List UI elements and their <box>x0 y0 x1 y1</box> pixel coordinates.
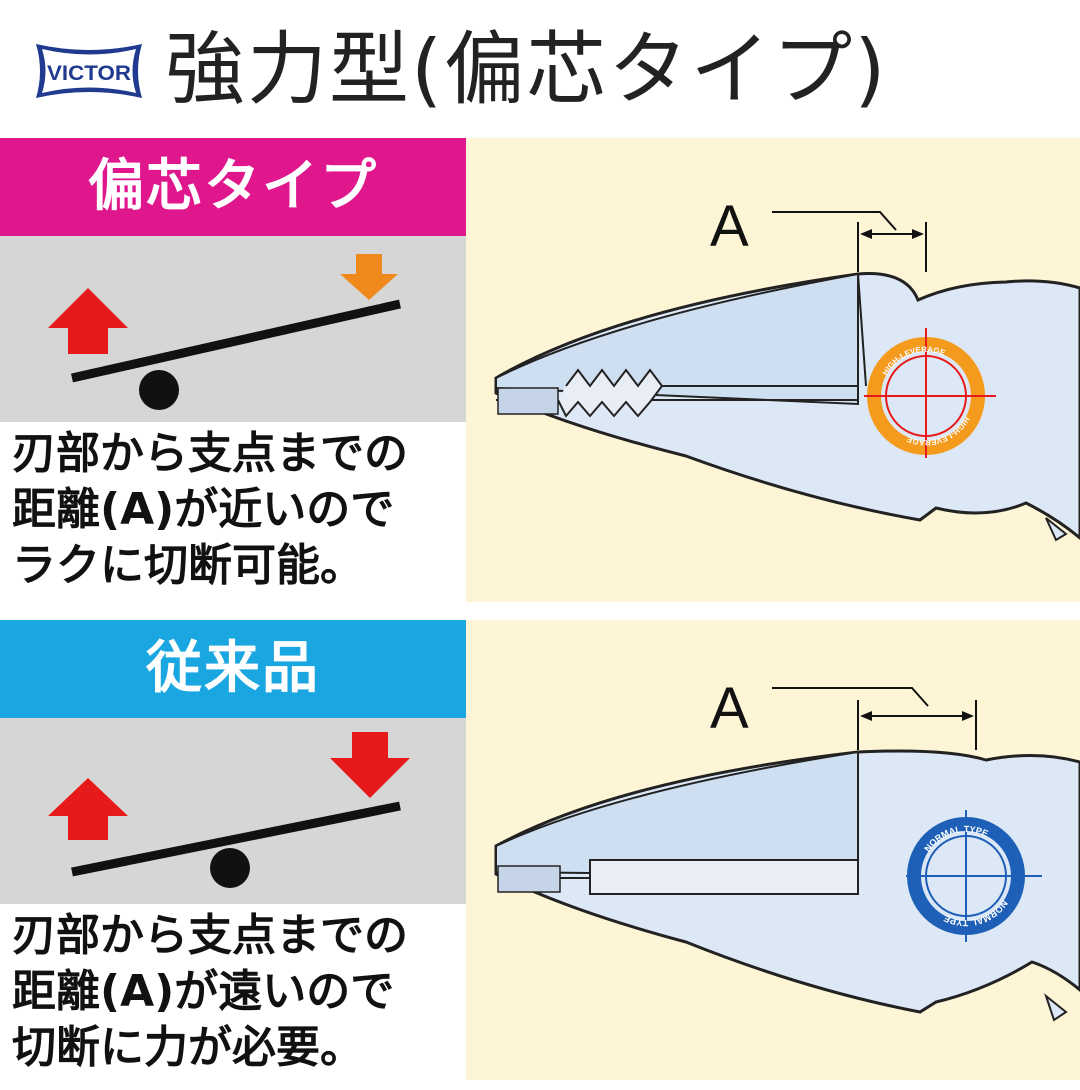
description-line: 切断に力が必要。 <box>12 1022 364 1073</box>
description-line: 刃部から支点までの <box>12 910 408 961</box>
fulcrum <box>139 370 179 410</box>
dimension-label: A <box>710 676 749 741</box>
victor-logo: VICTOR <box>36 44 142 98</box>
arrow-up-icon <box>48 288 128 354</box>
description: 刃部から支点までの 距離(A)が近いので ラクに切断可能。 <box>12 426 462 594</box>
lever-bar <box>71 299 401 383</box>
description: 刃部から支点までの 距離(A)が遠いので 切断に力が必要。 <box>12 908 462 1076</box>
plier-teeth <box>557 368 664 418</box>
arrow-down-icon <box>330 732 410 798</box>
plier-drawing: A HIGH-LEVERAGE HIGH-LEVERAGE <box>466 138 1080 602</box>
lever-diagram <box>0 718 466 904</box>
description-line: ラクに切断可能。 <box>12 540 364 591</box>
fulcrum <box>210 848 250 888</box>
arrow-up-icon <box>48 778 128 840</box>
plier-drawing: A NORMAL TYPE NORMAL TYPE <box>466 620 1080 1080</box>
logo-text: VICTOR <box>47 62 131 85</box>
banner-conventional: 従来品 <box>0 620 466 718</box>
eccentric-type-panel: 偏芯タイプ 刃部から支点までの 距離(A)が近いので ラクに切断可能。 A <box>0 138 1080 608</box>
dimension-label: A <box>710 194 749 259</box>
banner-eccentric: 偏芯タイプ <box>0 138 466 236</box>
lever-diagram <box>0 236 466 422</box>
conventional-type-panel: 従来品 刃部から支点までの 距離(A)が遠いので 切断に力が必要。 A <box>0 620 1080 1090</box>
description-line: 距離(A)が近いので <box>12 484 395 535</box>
page-title: 強力型(偏芯タイプ) <box>165 23 888 116</box>
arrow-down-icon <box>340 254 398 300</box>
description-line: 刃部から支点までの <box>12 428 408 479</box>
lever-bar <box>71 801 401 877</box>
description-line: 距離(A)が遠いので <box>12 966 395 1017</box>
header: VICTOR 強力型(偏芯タイプ) <box>0 0 1080 128</box>
